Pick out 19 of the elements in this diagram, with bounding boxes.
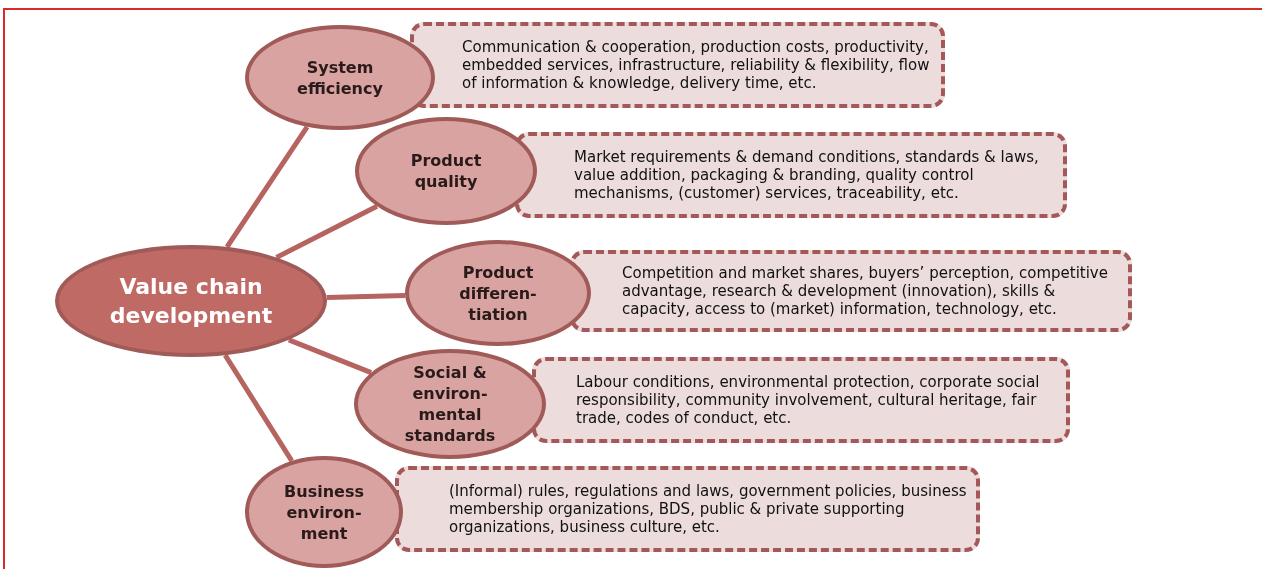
description-text: Labour conditions, environmental protection, corporate social responsibility, community involvement, cultural heritage, fair trade, codes of conduct, etc. bbox=[576, 373, 1041, 427]
description-text: Market requirements & demand conditions, standards & laws, value addition, packaging & branding, quality control mechanisms, (customer) services, traceability, etc. bbox=[574, 148, 1040, 202]
category-label: Product differen- tiation bbox=[458, 261, 538, 325]
description-box bbox=[410, 22, 945, 108]
connector-line bbox=[326, 292, 406, 300]
connector-line bbox=[275, 203, 379, 260]
category-label: Business environ- ment bbox=[283, 480, 365, 544]
topic-title: Value chain development bbox=[108, 273, 274, 330]
description-box bbox=[515, 132, 1067, 218]
category-label: Social & environ- mental standards bbox=[403, 362, 497, 446]
connector-line bbox=[287, 337, 373, 375]
description-box bbox=[395, 466, 980, 552]
category-label: Product quality bbox=[409, 150, 483, 192]
category-label: System efficiency bbox=[296, 56, 384, 99]
description-box bbox=[570, 250, 1132, 332]
description-text: Competition and market shares, buyers’ perception, competitive advantage, research & development (innovation), skills & capacity, access to (market) information, technology, etc. bbox=[622, 264, 1109, 318]
description-text: Communication & cooperation, production costs, productivity, embedded services, infrastructure, reliability & flexibility, flow of information & knowledge, delivery time, etc. bbox=[462, 38, 931, 92]
description-box bbox=[532, 357, 1070, 443]
description-text: (Informal) rules, regulations and laws, government policies, business membership organizations, BDS, public & private supporting organizations, business culture, etc. bbox=[449, 482, 968, 536]
